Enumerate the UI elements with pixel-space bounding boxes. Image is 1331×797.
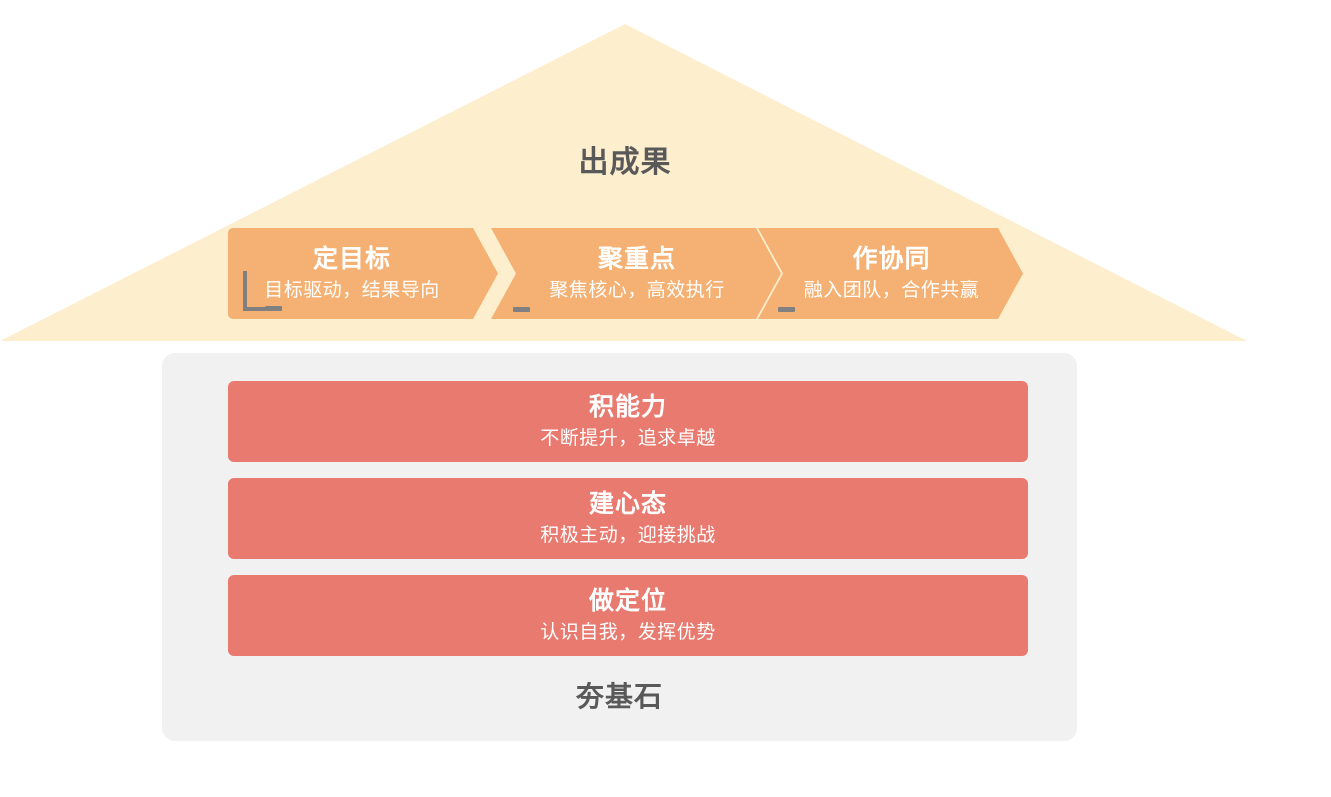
base-pillar-1[interactable]: 积能力 不断提升，追求卓越 — [228, 381, 1028, 462]
base-pillar-1-title: 积能力 — [588, 393, 667, 421]
roof-step-3-subtitle: 融入团队，合作共赢 — [803, 280, 980, 301]
roof-step-3-title: 作协同 — [852, 245, 931, 273]
base-pillar-3-title: 做定位 — [588, 587, 667, 615]
base-panel: 积能力 不断提升，追求卓越 建心态 积极主动，迎接挑战 做定位 认识自我，发挥优… — [162, 353, 1077, 741]
base-pillar-2-title: 建心态 — [588, 490, 667, 518]
base-pillar-3[interactable]: 做定位 认识自我，发挥优势 — [228, 575, 1028, 656]
roof-step-1-subtitle: 目标驱动，结果导向 — [264, 280, 440, 301]
roof-step-2-title: 聚重点 — [597, 245, 676, 273]
roof-step-1-title: 定目标 — [312, 245, 391, 273]
roof-step-2-subtitle: 聚焦核心，高效执行 — [549, 280, 725, 301]
base-pillar-2[interactable]: 建心态 积极主动，迎接挑战 — [228, 478, 1028, 559]
roof-title: 出成果 — [578, 146, 672, 179]
selection-corner-tick-icon — [243, 272, 247, 283]
selection-dash-3-icon — [778, 307, 795, 312]
base-title: 夯基石 — [575, 681, 663, 712]
selection-dash-1-icon — [265, 306, 282, 311]
selection-dash-2-icon — [513, 307, 530, 312]
base-pillar-2-subtitle: 积极主动，迎接挑战 — [540, 525, 716, 546]
roof-step-2[interactable]: 聚重点 聚焦核心，高效执行 — [491, 228, 781, 319]
roof-steps-band: 定目标 目标驱动，结果导向 聚重点 聚焦核心，高效执行 作协同 融入团队，合作共… — [228, 228, 1023, 319]
base-pillar-3-subtitle: 认识自我，发挥优势 — [540, 622, 716, 643]
selection-corner-bracket-icon — [243, 271, 265, 311]
base-pillar-1-subtitle: 不断提升，追求卓越 — [540, 428, 716, 449]
roof-step-3[interactable]: 作协同 融入团队，合作共赢 — [758, 228, 1023, 319]
roof-step-1[interactable]: 定目标 目标驱动，结果导向 — [228, 228, 498, 319]
